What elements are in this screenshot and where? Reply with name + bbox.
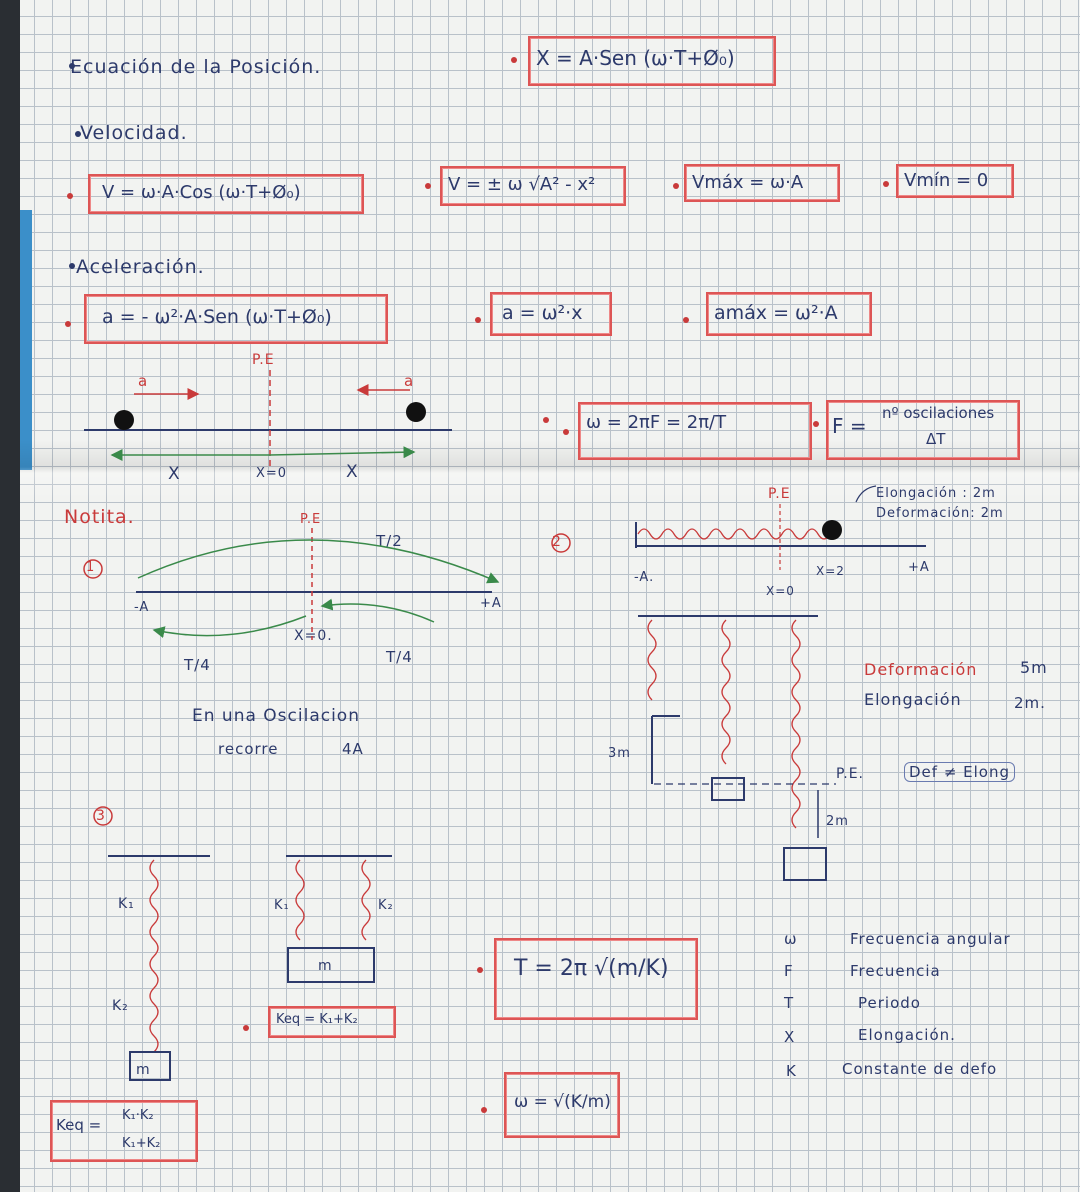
notita-minus-a: -A [134, 600, 150, 615]
formula-keq-parallel: Keq = K₁+K₂ [276, 1012, 358, 1027]
notita-diagram [83, 528, 500, 640]
spring2-elong-label: Elongación [864, 690, 962, 709]
spring2-x-zero: X=0 [766, 584, 795, 598]
notita-num-1: 1 [86, 560, 96, 575]
formula-box-vmax [684, 164, 840, 202]
notita-q2: T/4 [386, 648, 413, 666]
spring2-pe2: P.E. [836, 766, 865, 782]
spring2-note-1: Elongación : 2m [876, 486, 996, 501]
spring2-plus-a: +A [908, 560, 930, 575]
springs3-mb: m [318, 958, 333, 974]
formula-freq-lhs: F = [832, 414, 867, 438]
sketch-drawings [65, 57, 926, 1113]
formula-keq-series-den: K₁+K₂ [122, 1136, 161, 1151]
formula-omega: ω = 2πF = 2π/T [586, 412, 727, 433]
formula-box-freq [826, 400, 1020, 460]
formula-amax: amáx = ω²·A [714, 302, 838, 324]
formula-keq-series-num: K₁·K₂ [122, 1108, 154, 1123]
formula-box-v-alt [440, 166, 626, 206]
formula-keq-series-lhs: Keq = [56, 1116, 102, 1134]
notita-q1: T/4 [184, 656, 211, 674]
formula-a: a = - ω²·A·Sen (ω·T+Ø₀) [102, 306, 332, 328]
springs3-k2b: K₂ [378, 898, 394, 913]
notita-title: Notita. [64, 506, 135, 528]
spring2-minus-a: -A. [634, 570, 655, 585]
spring2-deform-val: 5m [1020, 658, 1048, 677]
formula-box-period [494, 938, 698, 1020]
spring2-x-two: X=2 [816, 564, 845, 578]
legend-text-0: Frecuencia angular [850, 930, 1011, 948]
formula-box-v [88, 174, 364, 214]
formula-box-omega [578, 402, 812, 460]
legend-text-4: Constante de defo [842, 1060, 998, 1078]
spring2-diagram [551, 485, 926, 881]
springs3-num: 3 [96, 808, 106, 824]
notebook-page: Ecuación de la Posición. X = A·Sen (ω·T+… [20, 0, 1080, 1192]
notita-line2a: recorre [218, 740, 279, 758]
formula-box-keq-series [50, 1100, 198, 1162]
notita-x-zero: X=0. [294, 628, 333, 644]
formula-v-alt: V = ± ω √A² - x² [448, 174, 596, 195]
bullet-marks [65, 57, 889, 1113]
heading-position: Ecuación de la Posición. [70, 56, 322, 78]
legend-sym-2: T [784, 994, 795, 1012]
formula-freq-num: nº oscilaciones [882, 404, 995, 422]
notita-line2b: 4A [342, 740, 364, 758]
springs3-k1: K₁ [118, 896, 135, 912]
notita-half: T/2 [376, 532, 403, 550]
formula-box-keq-parallel [268, 1006, 396, 1038]
springs3-k1b: K₁ [274, 898, 290, 913]
d1-x-left: X [168, 464, 181, 484]
spring2-pe: P.E [768, 486, 791, 502]
legend-text-1: Frecuencia [850, 962, 941, 980]
formula-vmin: Vmín = 0 [904, 170, 989, 191]
formula-box-a-alt [490, 292, 612, 336]
formula-omega-k: ω = √(K/m) [514, 1092, 611, 1112]
legend-text-2: Periodo [858, 994, 921, 1012]
formula-period: T = 2π √(m/K) [514, 956, 669, 981]
notita-line1: En una Oscilacion [192, 706, 360, 726]
spring2-num: 2 [552, 534, 562, 550]
legend-text-3: Elongación. [858, 1026, 956, 1044]
formula-freq-den: ΔT [926, 430, 946, 448]
heading-acceleration: Aceleración. [76, 256, 205, 278]
spring2-def-ne-elong: Def ≠ Elong [904, 762, 1016, 782]
d1-mass-right [406, 402, 426, 422]
formula-box-omega-k [504, 1072, 620, 1138]
formula-box-a [84, 294, 388, 344]
page-fold [20, 440, 1080, 500]
formula-a-alt: a = ω²·x [502, 302, 583, 324]
spring2-note-2: Deformación: 2m [876, 506, 1004, 521]
notita-plus-a: +A [480, 596, 502, 611]
legend-sym-4: K [786, 1062, 797, 1080]
legend-sym-0: ω [784, 930, 798, 948]
spring2-elong-val: 2m. [1014, 694, 1046, 712]
diagram1-oscillation [84, 370, 452, 470]
d1-a-left: a [138, 372, 149, 390]
springs3-diagram [93, 806, 392, 1081]
formula-box-vmin [896, 164, 1014, 198]
spring2-two-m: 2m [826, 814, 849, 829]
d1-mass-left [114, 410, 134, 430]
notita-pe: P.E [300, 512, 322, 527]
formula-v: V = ω·A·Cos (ω·T+Ø₀) [102, 182, 301, 203]
formula-box-x [528, 36, 776, 86]
d1-a-right: a [404, 372, 415, 390]
spring2-three-m: 3m [608, 746, 631, 761]
spring2-deform-label: Deformación [864, 660, 978, 679]
formula-vmax: Vmáx = ω·A [692, 172, 804, 193]
springs3-k2: K₂ [112, 998, 129, 1014]
springs3-m: m [136, 1062, 151, 1078]
formula-x: X = A·Sen (ω·T+Ø₀) [536, 46, 735, 70]
legend-sym-3: X [784, 1028, 796, 1046]
legend-sym-1: F [784, 962, 794, 980]
formula-box-amax [706, 292, 872, 336]
heading-velocity: Velocidad. [80, 122, 188, 144]
d1-pe-label: P.E [252, 352, 275, 368]
d1-x-zero: X=0 [256, 466, 288, 481]
d1-x-right: X [346, 462, 359, 482]
background-strip [20, 210, 32, 470]
